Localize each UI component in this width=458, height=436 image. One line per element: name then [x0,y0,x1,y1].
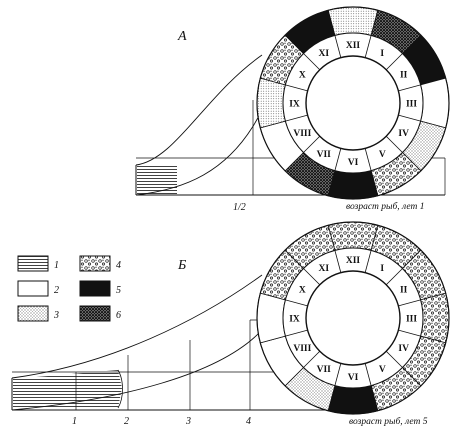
month-label-iii: III [406,100,417,110]
axis-a-label: возраст рыб, лет 1 [346,201,424,212]
ring-segment-ix [256,292,286,344]
month-label-xii: XII [346,41,361,51]
month-divider [398,84,421,92]
axis-b-tick-1: 1 [72,416,77,427]
month-label-vi: VI [348,158,359,168]
month-divider [364,250,372,273]
legend-swatch-5 [79,280,111,297]
month-divider [364,35,372,58]
month-label-ix: IX [289,100,300,110]
ring-segment-xii [327,6,379,36]
ring-segment-vi [327,385,379,415]
axis-a-tick: 1/2 [233,202,246,213]
ring-center [305,270,401,366]
month-divider [334,35,342,58]
fan-a-lines [137,166,177,194]
ring-center [305,55,401,151]
axis-b-label: возраст рыб, лет 5 [349,416,428,427]
fan-a [135,54,263,196]
ring-outline [256,6,450,200]
month-divider [385,350,403,368]
month-label-vii: VII [317,365,332,375]
month-label-ii: II [400,70,408,80]
month-label-v: V [379,150,386,160]
month-label-viii: VIII [293,129,311,139]
month-divider [364,148,372,171]
month-label-x: X [299,285,306,295]
diagram-b-letter: Б [177,258,186,273]
legend-label-6: 6 [116,310,121,321]
month-divider [385,268,403,286]
month-divider [303,135,321,153]
month-label-x: X [299,70,306,80]
ring-segment-iii [420,292,450,344]
month-label-i: I [380,49,384,59]
month-label-xi: XI [318,49,329,59]
legend-label-2: 2 [54,285,59,296]
legend-swatch-4 [79,255,111,272]
diagram-a-letter: А [177,29,187,44]
month-label-xii: XII [346,256,361,266]
axis-b-tick-2: 2 [124,416,129,427]
ring-segment-xii [327,221,379,251]
month-divider [334,148,342,171]
month-divider [334,363,342,386]
axis-b-tick-3: 3 [185,416,191,427]
month-divider [385,53,403,71]
axis-b-tick-4: 4 [246,416,251,427]
month-label-xi: XI [318,264,329,274]
legend-swatch-1 [17,255,49,272]
legend-label-4: 4 [116,260,121,271]
legend-label-1: 1 [54,260,59,271]
month-label-iv: IV [398,129,409,139]
month-divider [364,363,372,386]
legend-label-3: 3 [53,310,59,321]
month-divider [398,114,421,122]
fan-b-lines [13,370,122,409]
month-divider [285,329,308,337]
month-divider [334,250,342,273]
month-label-ix: IX [289,315,300,325]
month-label-v: V [379,365,386,375]
month-label-ii: II [400,285,408,295]
fan-b [11,274,268,411]
month-divider [303,268,321,286]
ring-outline [256,221,450,415]
month-label-vi: VI [348,373,359,383]
month-label-iv: IV [398,344,409,354]
month-divider [285,84,308,92]
axis-b-ticks: 1 2 3 4 [72,416,251,427]
legend-swatch-2 [17,280,49,297]
month-label-iii: III [406,315,417,325]
month-label-i: I [380,264,384,274]
month-label-vii: VII [317,150,332,160]
legend-swatch-3 [17,305,49,322]
legend: 1 2 3 4 5 6 [17,255,121,322]
ring-segment-vi [327,170,379,200]
month-divider [385,135,403,153]
month-divider [303,53,321,71]
ring-segment-ix [256,77,286,129]
month-label-viii: VIII [293,344,311,354]
legend-label-5: 5 [116,285,121,296]
month-divider [285,114,308,122]
month-divider [398,299,421,307]
legend-swatch-6 [79,305,111,322]
month-divider [398,329,421,337]
ring-segment-iii [420,77,450,129]
month-divider [303,350,321,368]
month-divider [285,299,308,307]
